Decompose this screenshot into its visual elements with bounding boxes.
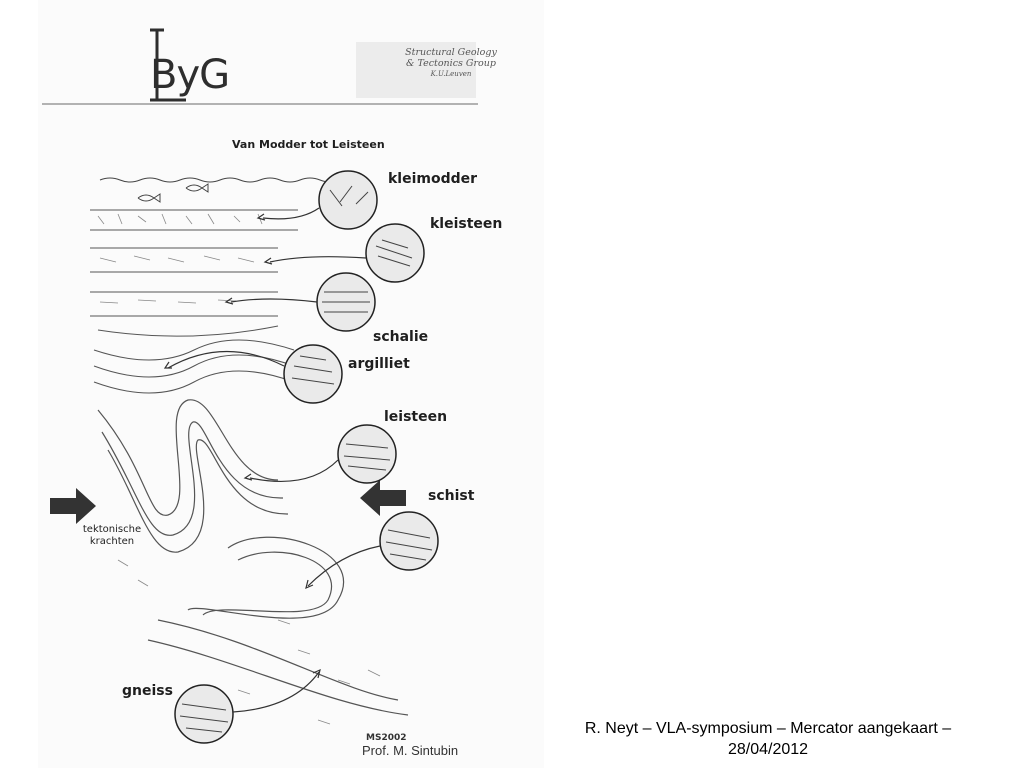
kleimodder-circle: [318, 170, 378, 230]
diagram-credit: MS2002: [366, 733, 407, 743]
label-kleimodder: kleimodder: [388, 171, 478, 187]
geology-diagram: [42, 28, 478, 744]
logo-text: ByG: [150, 52, 230, 98]
author-name: Prof. M. Sintubin: [362, 743, 459, 758]
s-fold: [147, 536, 409, 716]
water-surface: [99, 177, 341, 203]
logo-subtitle-line3: K.U.Leuven: [430, 70, 472, 78]
tight-fold: [97, 399, 289, 553]
logo-subtitle: Structural Geology & Tectonics Group K.U…: [396, 47, 506, 80]
footer-line1: R. Neyt – VLA-symposium – Mercator aange…: [584, 720, 952, 737]
label-schist: schist: [428, 488, 475, 504]
sediment-layers: [90, 209, 298, 337]
gentle-fold-layers: [93, 339, 295, 394]
force-label-line2: krachten: [89, 536, 135, 547]
force-label-line1: tektonische: [82, 524, 142, 535]
label-leisteen: leisteen: [384, 409, 448, 425]
logo-subtitle-box: [356, 42, 476, 98]
gneiss-circle: [174, 684, 234, 744]
leisteen-circle: [337, 424, 397, 484]
right-force-arrow-icon: [360, 480, 406, 516]
sediment-texture: [97, 213, 263, 304]
footer-line2: 28/04/2012: [727, 741, 809, 758]
argilliet-circle: [283, 344, 343, 404]
foliation-dashes: [117, 559, 381, 725]
diagram-title: Van Modder tot Leisteen: [232, 138, 385, 151]
schist-circle: [379, 511, 439, 571]
label-schalie: schalie: [373, 329, 429, 345]
label-kleisteen: kleisteen: [430, 216, 503, 232]
label-argilliet: argilliet: [348, 356, 410, 372]
logo-subtitle-line2: & Tectonics Group: [406, 58, 496, 69]
kleisteen-circle: [365, 223, 425, 283]
microstructure-texture: [179, 185, 433, 733]
left-force-arrow-icon: [50, 488, 96, 524]
hammer-logo-icon: [150, 28, 186, 102]
label-gneiss: gneiss: [122, 683, 173, 699]
pointer-arrows: [163, 207, 381, 713]
microstructure-circles: [174, 170, 439, 744]
force-label: tektonische krachten: [76, 524, 148, 548]
slide-footer: R. Neyt – VLA-symposium – Mercator aange…: [540, 718, 996, 760]
logo-subtitle-line1: Structural Geology: [405, 47, 497, 58]
scanned-figure: ByG Structural Geology & Tectonics Group…: [38, 0, 544, 768]
